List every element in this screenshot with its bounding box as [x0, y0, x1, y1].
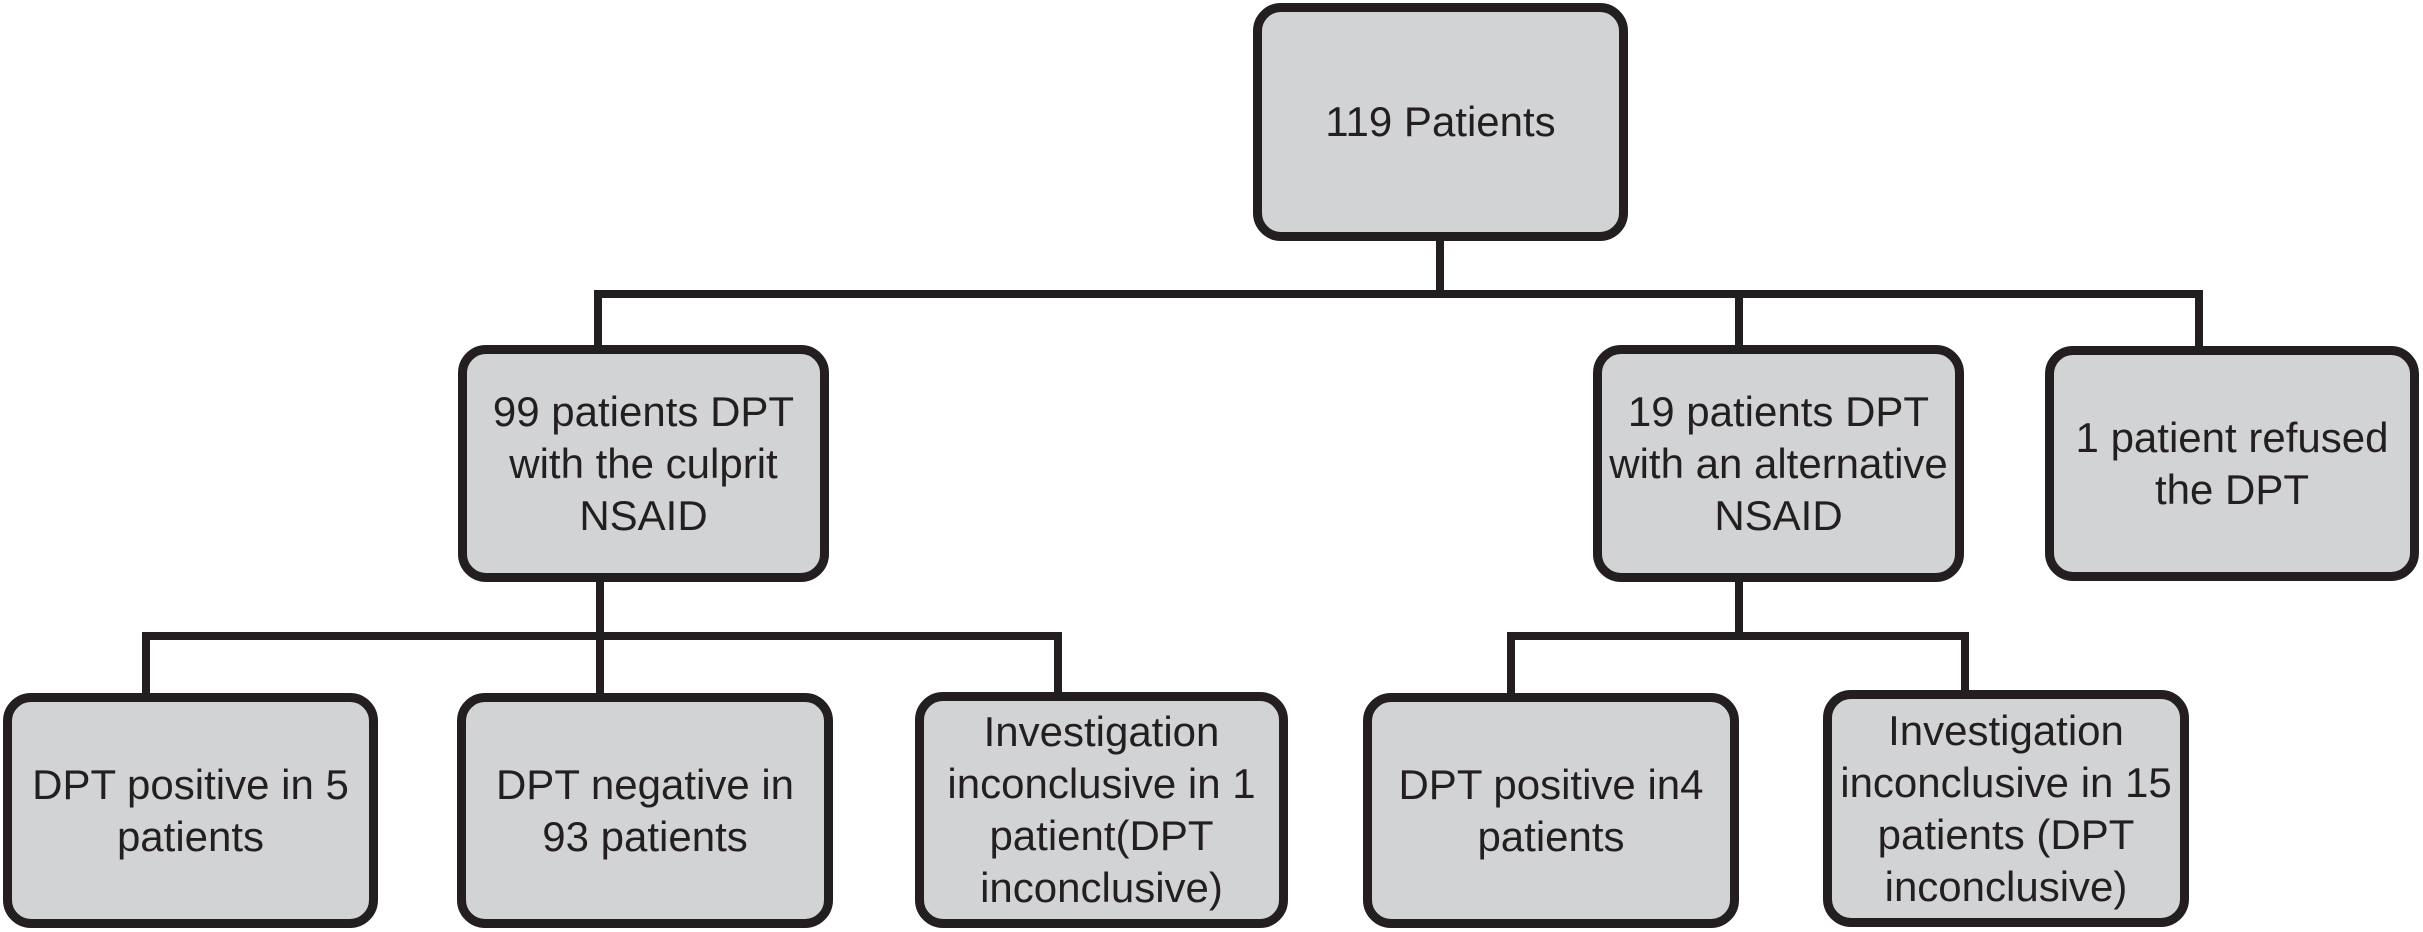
node-1-patient-refused-dpt: 1 patient refused the DPT [2045, 346, 2419, 581]
edge-alternative-to-inconclusive [1735, 632, 1969, 698]
node-99-patients-culprit-nsaid: 99 patients DPT with the culprit NSAID [458, 345, 829, 582]
node-inconclusive-15-patients-label: Investigation inconclusive in 15 patient… [1840, 706, 2172, 910]
node-dpt-positive-4-patients-label: DPT positive in4 patients [1398, 760, 1704, 860]
edge-culprit-to-inconclusive [596, 632, 1062, 700]
edge-culprit-to-positive [142, 574, 604, 701]
node-1-patient-refused-dpt-label: 1 patient refused the DPT [2075, 413, 2389, 513]
node-inconclusive-1-patient-label: Investigation inconclusive in 1 patient(… [947, 708, 1256, 911]
node-119-patients: 119 Patients [1253, 3, 1628, 241]
node-19-patients-alternative-nsaid-label: 19 patients DPT with an alternative NSAI… [1609, 387, 1948, 539]
node-dpt-positive-5-patients: DPT positive in 5 patients [3, 693, 378, 928]
edge-root-to-refused [1436, 290, 2203, 355]
node-119-patients-label: 119 Patients [1325, 98, 1556, 145]
node-dpt-negative-93-patients-label: DPT negative in 93 patients [495, 760, 795, 860]
edge-root-to-alternative [1436, 290, 1743, 354]
node-inconclusive-1-patient: Investigation inconclusive in 1 patient(… [915, 692, 1288, 928]
node-dpt-positive-4-patients: DPT positive in4 patients [1363, 693, 1739, 928]
edge-alternative-to-positive [1507, 574, 1743, 701]
node-dpt-negative-93-patients: DPT negative in 93 patients [457, 693, 833, 928]
node-dpt-positive-5-patients-label: DPT positive in 5 patients [32, 760, 349, 860]
node-inconclusive-15-patients: Investigation inconclusive in 15 patient… [1823, 690, 2189, 927]
node-99-patients-culprit-nsaid-label: 99 patients DPT with the culprit NSAID [492, 387, 795, 539]
edge-root-to-culprit [594, 237, 1444, 354]
node-19-patients-alternative-nsaid: 19 patients DPT with an alternative NSAI… [1593, 345, 1964, 582]
